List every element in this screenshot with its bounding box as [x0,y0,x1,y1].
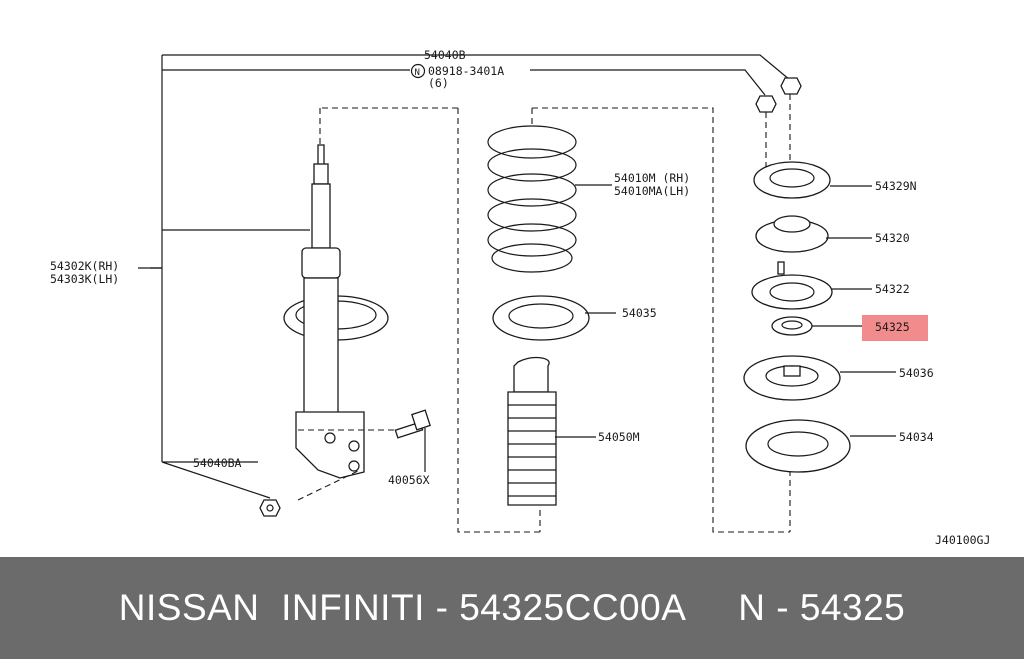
exploded-parts-diagram: 54040B N 08918-3401A (6) 54302K(RH) 5430… [50,48,990,547]
footer-part-number: NISSAN INFINITI - 54325CC00A N - 54325 [118,587,906,628]
footer-banner: NISSAN INFINITI - 54325CC00A N - 54325 [0,557,1024,659]
label-08918-qty: (6) [428,76,449,90]
label-40056x: 40056X [388,473,430,487]
label-54329n: 54329N [875,179,917,193]
label-54050m: 54050M [598,430,640,444]
mount-plate-54329n [753,161,831,199]
leader-lines [150,184,896,472]
spring-seat-54036 [743,355,841,401]
label-54040ba: 54040BA [193,456,242,470]
nut-08918-3401a [755,95,777,113]
bump-stopper-54050m [507,356,557,506]
nut-54040ba [259,499,281,517]
label-54036: 54036 [899,366,934,380]
label-54034: 54034 [899,430,934,444]
bearing-54325 [771,316,813,336]
coil-spring [487,125,577,273]
rubber-seat-54034 [745,419,851,473]
label-54010m: 54010M (RH) [614,171,690,185]
strut-assembly [283,144,402,501]
label-54325: 54325 [875,320,910,334]
circle-n-icon [410,63,426,79]
strut-group-dashed-box [319,107,541,533]
nut-54040b [780,77,802,95]
leader-bracket [138,54,791,499]
mount-insulator-54320 [755,215,829,253]
diagram-id: J40100GJ [935,533,990,547]
label-54303k: 54303K(LH) [50,272,119,286]
label-54320: 54320 [875,231,910,245]
bolt-40056x [394,409,431,439]
label-08918-3401a: 08918-3401A [428,64,504,78]
label-54322: 54322 [875,282,910,296]
highlight-54325 [862,315,928,341]
spring-seat-54035 [492,295,590,341]
label-54035: 54035 [622,306,657,320]
label-54040b: 54040B [424,48,466,62]
strut-mount-54322 [751,261,833,310]
label-54302k: 54302K(RH) [50,259,119,273]
label-circle-n: N [415,68,420,78]
label-54010ma: 54010MA(LH) [614,184,690,198]
